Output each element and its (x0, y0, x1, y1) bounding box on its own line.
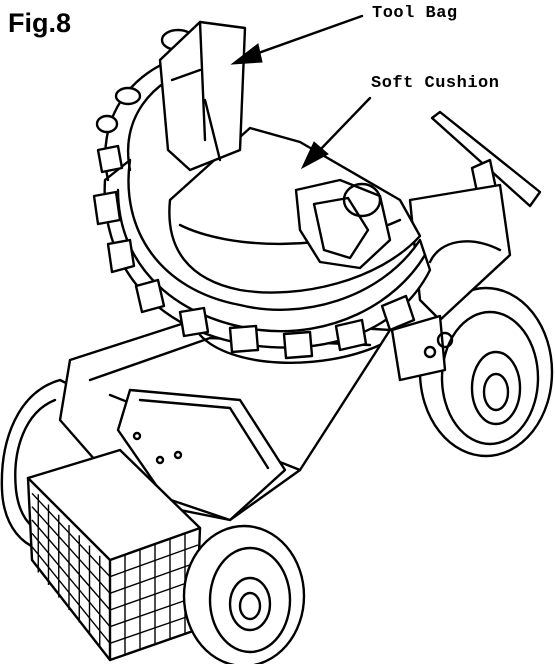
basket-wire (109, 561, 199, 594)
basket-wire (31, 519, 111, 611)
callout-label-tool-bag: Tool Bag (372, 4, 458, 23)
basket-wire (109, 544, 199, 578)
basket-wire (109, 578, 199, 611)
callout-label-soft-cushion: Soft Cushion (371, 74, 500, 93)
tool-bag-arrowhead (230, 43, 263, 65)
wire-basket (26, 448, 202, 662)
basket-wire (31, 546, 111, 644)
soft-cushion-leader-line (316, 96, 372, 154)
soft-cushion-area (168, 126, 422, 294)
tool-bag-shape (158, 20, 247, 172)
basket-wire (31, 506, 111, 594)
figure-title: Fig.8 (8, 8, 72, 38)
basket-wire (31, 532, 111, 628)
soft-cushion-arrowhead (300, 141, 329, 170)
wheel-rear-right (418, 286, 554, 458)
tool-bag-leader-line (248, 14, 364, 58)
wheel-front (182, 524, 306, 664)
basket-wire (31, 492, 111, 578)
basket-wire (109, 612, 199, 644)
callout-arrows (230, 14, 372, 170)
